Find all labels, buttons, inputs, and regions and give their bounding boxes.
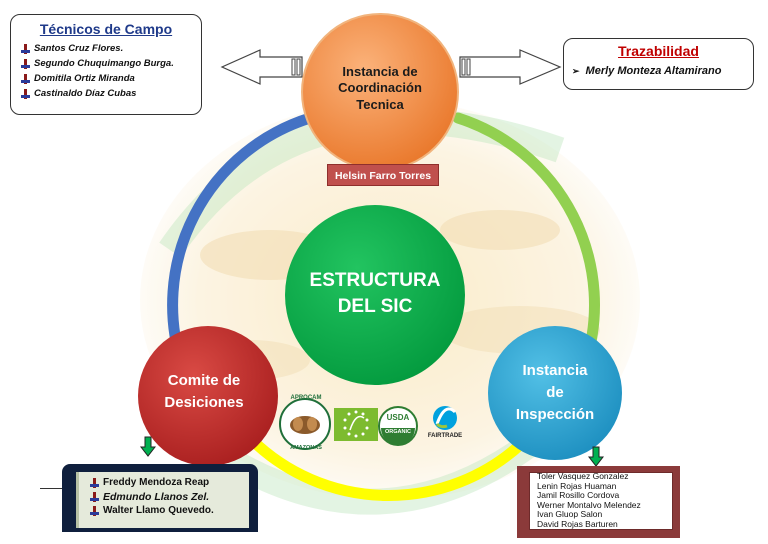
comite-label: Comite de Desiciones [164,372,244,411]
trazabilidad-title: Trazabilidad [618,43,699,59]
bullet-icon [90,492,99,502]
list-item: Santos Cruz Flores. [21,41,174,56]
circle-estructura [285,205,465,385]
inspeccion-panel-inner [529,472,673,530]
bullet-icon [21,73,30,84]
comite-list: Freddy Mendoza Reap Edmundo Llanos Zel. … [90,476,214,518]
tecnicos-panel: Técnicos de Campo Santos Cruz Flores. Se… [10,14,202,115]
ring [167,112,600,501]
ring-arc-yellow [246,434,526,501]
list-item: Edmundo Llanos Zel. [90,490,214,504]
coordinacion-leader-badge: Helsin Farro Torres [327,164,439,186]
trazabilidad-panel: Trazabilidad ➢Merly Monteza Altamirano [563,38,754,90]
bullet-icon [90,506,99,516]
aprocam-bottom-label: AMAZONAS [290,445,322,451]
ring-arc-green [452,112,600,371]
bullet-icon [21,43,30,54]
list-item: Jamil Rosillo Cordova [537,490,620,501]
list-item: Toler Vasquez Gonzalez [537,471,629,481]
arrow-bullet-icon: ➢ [572,66,580,76]
trazabilidad-responsable: ➢Merly Monteza Altamirano [572,65,722,77]
bullet-icon [21,58,30,69]
fairtrade-logo [433,406,457,430]
list-item: Freddy Mendoza Reap [90,476,214,490]
ring-arc-blue [167,112,316,371]
connector-line [40,488,66,489]
down-arrow-comite [139,436,157,457]
down-arrow-inspeccion [587,446,605,467]
coordinacion-label: Instancia de Coordinación Tecnica [338,64,422,112]
list-item: Lenin Rojas Huaman [537,480,617,491]
list-item: David Rojas Barturen [537,518,618,529]
list-item: Segundo Chuquimango Burga. [21,56,174,71]
bullet-icon [90,478,99,488]
aprocam-logo [279,398,331,450]
list-item: Castinaldo Díaz Cubas [21,86,174,101]
circle-comite [138,326,278,466]
list-item: Werner Montalvo Melendez [537,499,641,510]
usda-label: USDA [386,413,410,422]
list-item: Ivan Gluop Salon [537,509,603,520]
list-item: Domitila Ortiz Miranda [21,71,174,86]
circle-inspeccion [488,326,622,460]
inspeccion-label: Instancia de Inspección [515,362,595,423]
tecnicos-title: Técnicos de Campo [39,21,173,37]
usda-organic-label: ORGANIC [385,429,411,435]
list-item: Walter Llamo Quevedo. [90,504,214,518]
bullet-icon [21,88,30,99]
arrow-right [459,49,562,85]
aprocam-top-label: APROCAM [290,395,322,401]
fairtrade-label: FAIRTRADE [427,433,463,439]
usda-organic-logo [378,406,418,446]
inspeccion-list: Toler Vasquez Gonzalez Lenin Rojas Huama… [537,471,641,530]
arrow-left [220,49,303,85]
estructura-label: ESTRUCTURA DEL SIC [309,270,441,317]
tecnicos-list: Santos Cruz Flores. Segundo Chuquimango … [21,41,174,101]
comite-panel-inner [76,472,249,528]
eu-organic-logo [334,408,378,441]
